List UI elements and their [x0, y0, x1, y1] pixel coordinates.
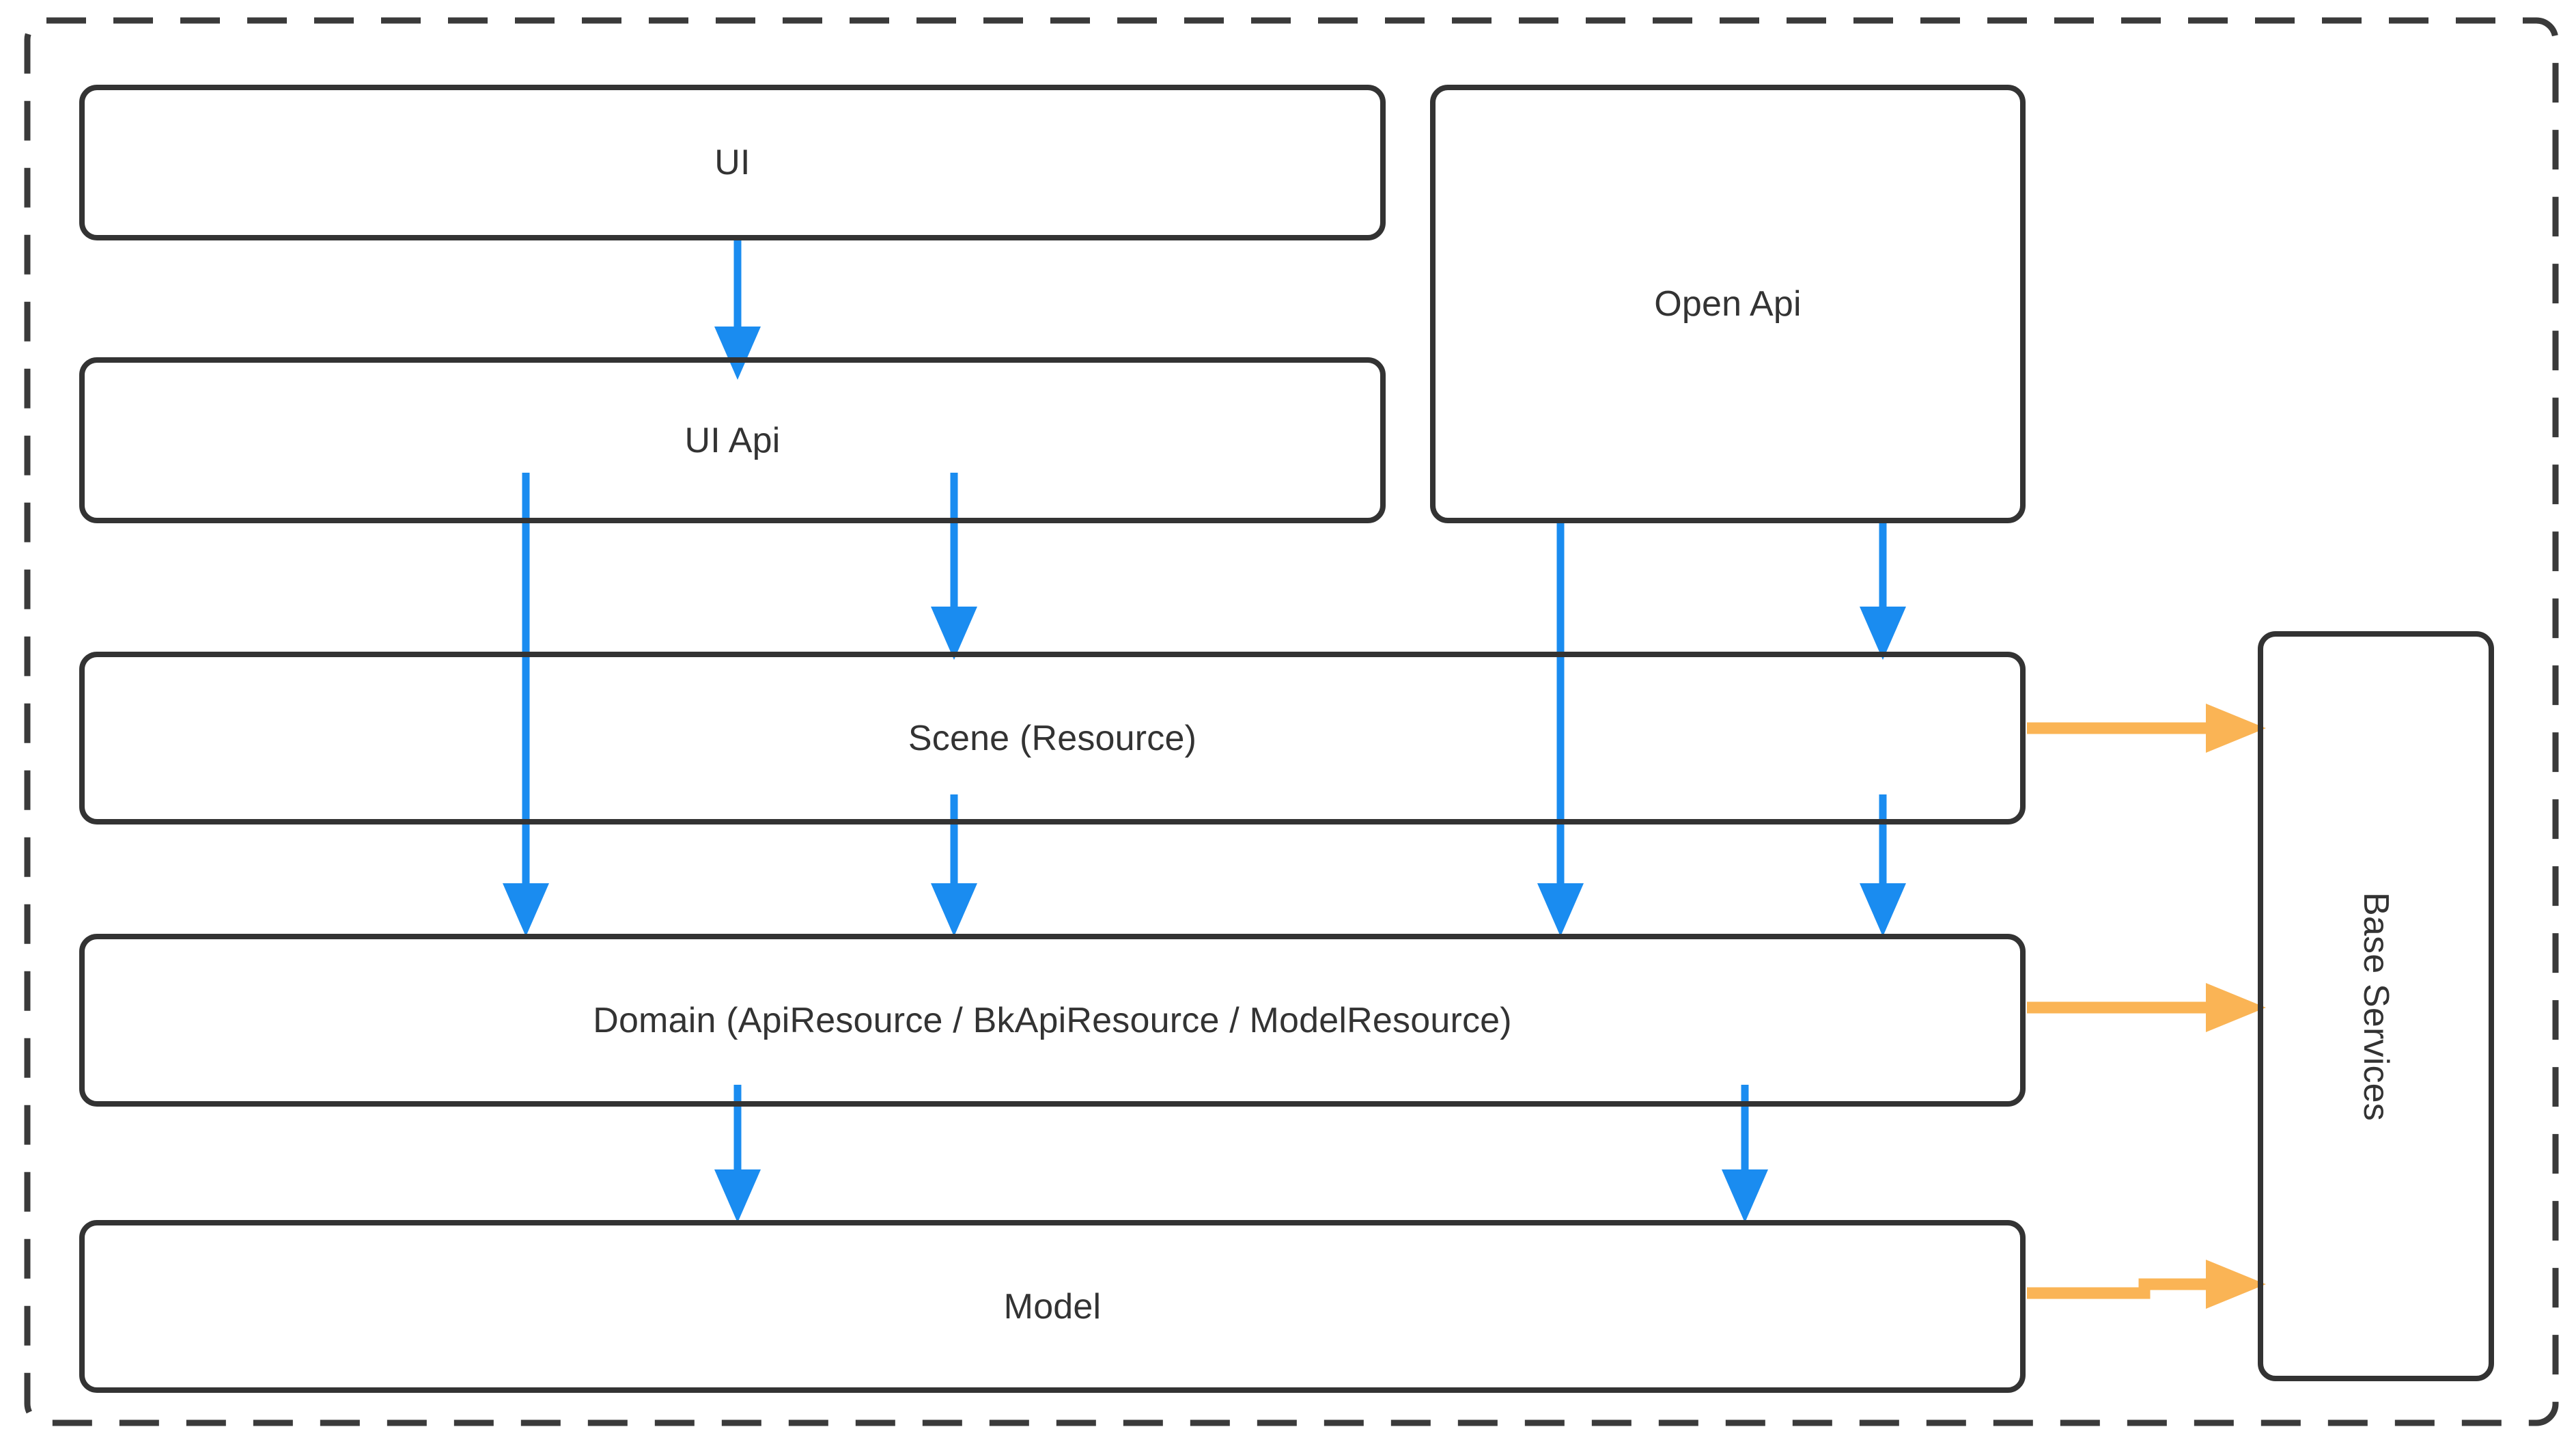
- node-model-box[interactable]: [79, 1220, 2026, 1393]
- node-ui-box[interactable]: [79, 85, 1386, 240]
- node-scene-box[interactable]: [79, 652, 2026, 824]
- edge-scene-to-domain-right: [1860, 794, 1906, 937]
- edge-model-to-base-services: [2027, 1260, 2266, 1309]
- node-domain-box[interactable]: [79, 934, 2026, 1107]
- edge-domain-to-base-services: [2027, 983, 2266, 1032]
- edge-open-api-to-domain: [1537, 521, 1584, 937]
- node-open-api-box[interactable]: [1430, 85, 2026, 523]
- edge-ui-api-to-domain: [503, 473, 549, 937]
- node-base-services-box[interactable]: [2258, 631, 2494, 1381]
- system-boundary: [24, 17, 2559, 1426]
- node-ui-api-box[interactable]: [79, 357, 1386, 523]
- edge-open-api-to-scene: [1860, 521, 1906, 660]
- edge-ui-api-to-scene: [931, 473, 977, 660]
- edge-ui-to-ui-api: [714, 238, 761, 380]
- edge-scene-to-base-services: [2027, 704, 2266, 753]
- edge-scene-to-domain-left: [931, 794, 977, 937]
